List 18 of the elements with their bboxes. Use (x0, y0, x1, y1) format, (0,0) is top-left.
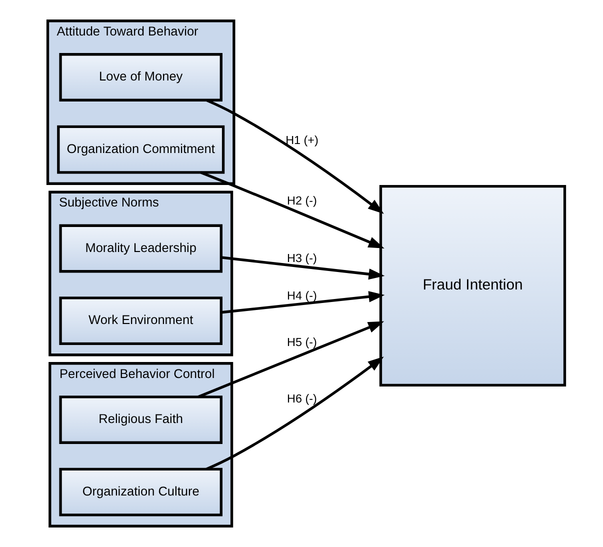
edge-label: H3 (-) (286, 252, 316, 266)
arrow (220, 256, 384, 280)
arrow (206, 99, 384, 214)
edge-label: H5 (-) (286, 336, 316, 350)
arrow (197, 321, 384, 398)
edge-label: H1 (+) (285, 134, 318, 148)
arrow (220, 291, 384, 314)
edge-label: H6 (-) (286, 392, 316, 406)
arrow (205, 356, 384, 470)
node-box: Work Environment (58, 296, 222, 346)
node-box: Organization Commitment (56, 125, 224, 174)
edge-label: H2 (-) (286, 194, 316, 208)
node-box: Organization Culture (58, 468, 222, 516)
node-box: Love of Money (58, 53, 222, 102)
node-box: Religious Faith (58, 396, 222, 444)
edge-label: H4 (-) (286, 289, 316, 302)
node-box: Fraud Intention (378, 184, 566, 387)
node-box: Morality Leadership (58, 224, 222, 273)
